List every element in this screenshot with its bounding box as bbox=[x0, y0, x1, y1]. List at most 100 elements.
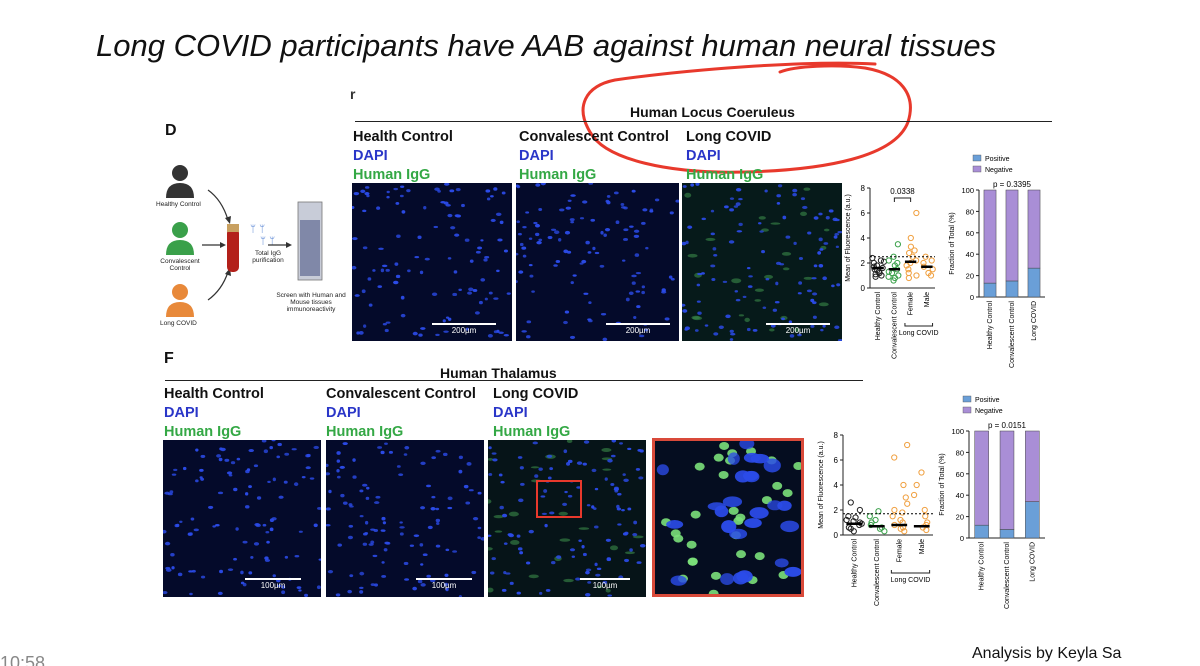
dapi-nucleus bbox=[582, 552, 587, 557]
d-micrograph-longcovid: 200µm bbox=[682, 183, 842, 341]
dapi-nucleus bbox=[610, 454, 616, 458]
dapi-nucleus bbox=[218, 457, 223, 462]
dapi-nucleus bbox=[547, 236, 553, 240]
dapi-nucleus bbox=[633, 520, 638, 525]
y-tick-label: 60 bbox=[966, 229, 974, 238]
dapi-nucleus bbox=[763, 458, 781, 473]
dapi-nucleus bbox=[394, 262, 399, 266]
dapi-nucleus bbox=[750, 453, 770, 464]
dapi-nucleus bbox=[370, 583, 376, 586]
dapi-nucleus bbox=[498, 331, 504, 334]
dapi-nucleus bbox=[493, 297, 499, 300]
dapi-nucleus bbox=[588, 183, 594, 185]
dapi-nucleus bbox=[173, 468, 178, 472]
dapi-nucleus bbox=[596, 567, 602, 571]
p-value-label: p = 0.3395 bbox=[993, 180, 1032, 189]
dapi-nucleus bbox=[502, 513, 508, 518]
dapi-nucleus bbox=[365, 496, 370, 500]
dapi-nucleus bbox=[606, 194, 611, 198]
dapi-nucleus bbox=[227, 568, 234, 571]
dapi-nucleus bbox=[780, 520, 800, 533]
data-point bbox=[889, 513, 896, 520]
dapi-nucleus bbox=[313, 445, 319, 450]
dapi-nucleus bbox=[499, 505, 504, 510]
data-point bbox=[913, 209, 920, 217]
dapi-nucleus bbox=[216, 454, 222, 458]
dapi-nucleus bbox=[634, 253, 640, 257]
dapi-nucleus bbox=[546, 454, 553, 458]
dapi-nucleus bbox=[337, 543, 342, 547]
dapi-nucleus bbox=[404, 445, 410, 450]
dapi-nucleus bbox=[458, 595, 463, 597]
dapi-nucleus bbox=[831, 284, 835, 288]
dapi-nucleus bbox=[604, 477, 608, 481]
dapi-nucleus bbox=[376, 206, 381, 210]
dapi-nucleus bbox=[406, 189, 411, 193]
dapi-nucleus bbox=[733, 205, 739, 208]
dapi-nucleus bbox=[506, 292, 511, 295]
dapi-nucleus bbox=[373, 501, 380, 504]
dapi-nucleus bbox=[412, 331, 418, 336]
dapi-nucleus bbox=[364, 520, 369, 525]
dapi-nucleus bbox=[528, 237, 533, 240]
igg-signal bbox=[823, 228, 830, 232]
igg-signal bbox=[736, 550, 747, 559]
igg-signal bbox=[687, 557, 698, 566]
data-point bbox=[899, 509, 906, 516]
dapi-nucleus bbox=[746, 266, 751, 270]
stacked-bar-segment bbox=[999, 430, 1015, 530]
dapi-nucleus bbox=[491, 452, 497, 455]
dapi-nucleus bbox=[444, 183, 450, 186]
dapi-nucleus bbox=[582, 200, 588, 204]
dapi-nucleus bbox=[208, 505, 214, 509]
dapi-nucleus bbox=[592, 246, 596, 251]
dapi-nucleus bbox=[812, 301, 817, 305]
legend-swatch bbox=[962, 395, 972, 403]
dapi-nucleus bbox=[503, 571, 507, 575]
data-point bbox=[895, 272, 902, 279]
dapi-nucleus bbox=[628, 291, 634, 296]
dapi-nucleus bbox=[493, 330, 498, 334]
dapi-nucleus bbox=[682, 185, 687, 188]
dapi-nucleus bbox=[534, 223, 541, 228]
stacked-bar-segment bbox=[983, 282, 997, 298]
dapi-nucleus bbox=[465, 501, 471, 505]
category-label: Male bbox=[924, 292, 931, 307]
dapi-nucleus bbox=[813, 264, 818, 268]
dapi-nucleus bbox=[567, 199, 572, 202]
data-point bbox=[913, 272, 920, 279]
dapi-nucleus bbox=[366, 194, 370, 198]
category-label: Healthy Control bbox=[875, 292, 882, 341]
dapi-nucleus bbox=[163, 529, 167, 534]
igg-signal bbox=[602, 468, 612, 471]
dapi-nucleus bbox=[484, 297, 488, 301]
category-label: Long COVID bbox=[1029, 542, 1036, 582]
dapi-nucleus bbox=[591, 505, 595, 509]
dapi-nucleus bbox=[348, 524, 354, 528]
dapi-nucleus bbox=[472, 516, 479, 521]
dapi-nucleus bbox=[384, 541, 390, 545]
y-tick-label: 6 bbox=[834, 456, 839, 465]
dapi-nucleus bbox=[253, 542, 260, 546]
dapi-nucleus bbox=[564, 490, 568, 494]
dapi-nucleus bbox=[725, 314, 731, 319]
legend-swatch bbox=[972, 154, 982, 162]
igg-signal bbox=[694, 462, 705, 471]
dapi-nucleus bbox=[352, 475, 357, 479]
dapi-nucleus bbox=[516, 280, 518, 284]
y-tick-label: 0 bbox=[861, 284, 866, 293]
dapi-nucleus bbox=[563, 249, 569, 254]
dapi-nucleus bbox=[718, 325, 724, 329]
igg-signal bbox=[510, 540, 520, 545]
svg-text:ᛘ ᛘ: ᛘ ᛘ bbox=[250, 224, 265, 235]
dapi-nucleus bbox=[682, 303, 686, 307]
dapi-nucleus bbox=[570, 194, 576, 197]
dapi-nucleus bbox=[447, 496, 453, 501]
dapi-nucleus bbox=[525, 561, 531, 565]
dapi-nucleus bbox=[820, 328, 824, 332]
dapi-nucleus bbox=[380, 450, 385, 455]
dapi-nucleus bbox=[326, 507, 331, 511]
igg-signal bbox=[691, 315, 701, 320]
igg-signal bbox=[772, 481, 783, 490]
data-point bbox=[905, 266, 912, 273]
